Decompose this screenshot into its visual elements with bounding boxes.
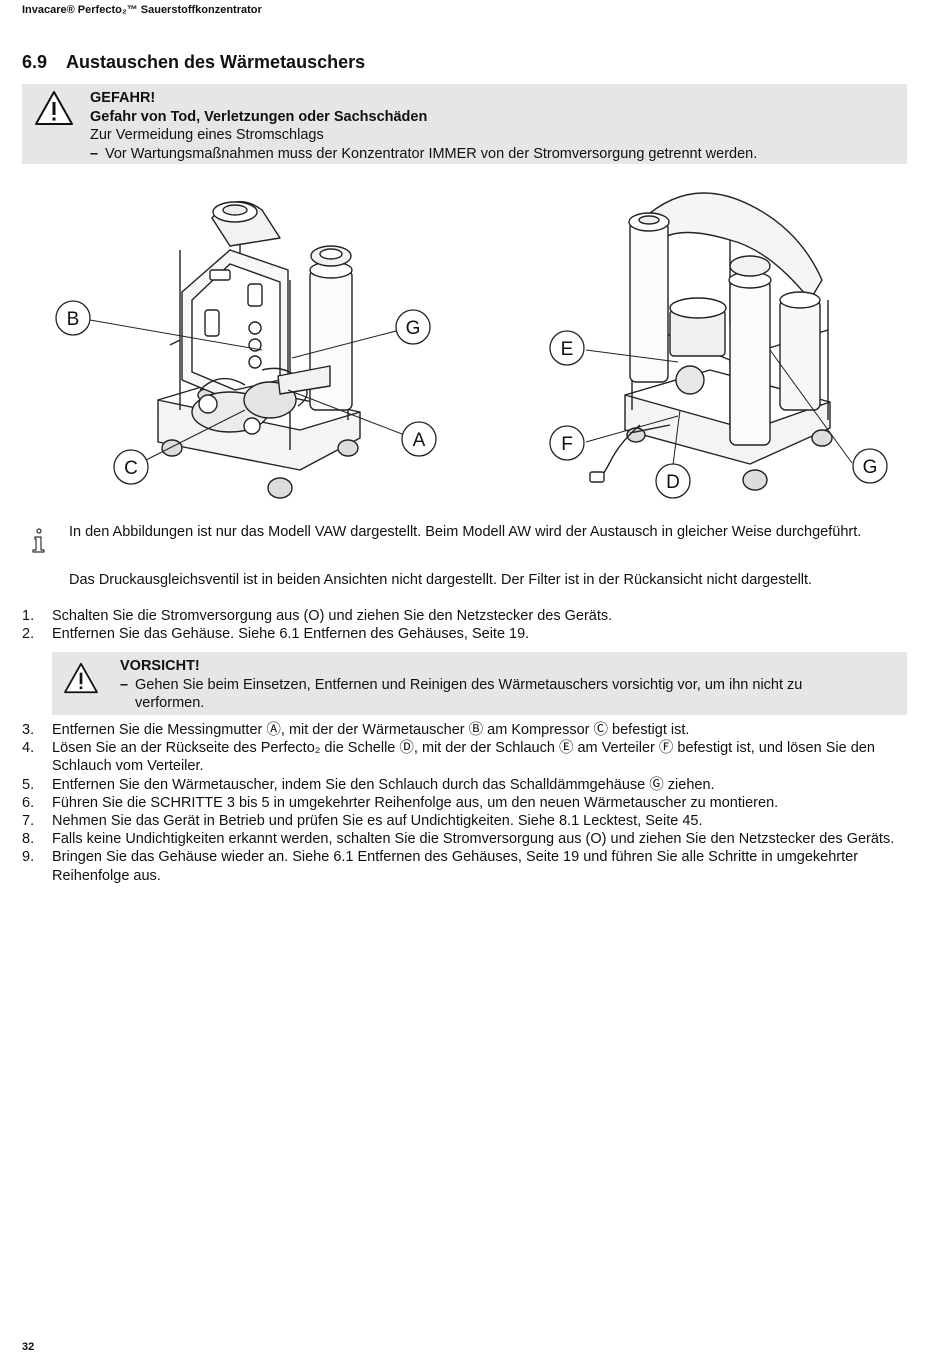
callout-f-circle	[549, 425, 585, 461]
callout-g-circle-right	[852, 448, 888, 484]
step-text: Lösen Sie an der Rückseite des Perfecto₂…	[52, 740, 875, 775]
callout-b-circle	[55, 300, 91, 336]
callout-label-g-right: G	[863, 457, 878, 478]
caution-signal-word: VORSICHT!	[120, 658, 200, 674]
dash-bullet: –	[90, 145, 99, 162]
callout-d-circle	[655, 463, 691, 499]
caution-warning-box: VORSICHT! –Gehen Sie beim Einsetzen, Ent…	[52, 652, 907, 715]
danger-item-text: Vor Wartungsmaßnahmen muss der Konzentra…	[105, 145, 758, 162]
step-text: Entfernen Sie die Messingmutter Ⓐ, mit d…	[52, 722, 690, 738]
page-number: 32	[22, 1341, 35, 1353]
caution-item: –Gehen Sie beim Einsetzen, Entfernen und…	[120, 676, 867, 713]
procedure-step: 1. Schalten Sie die Stromversorgung aus (…	[22, 607, 908, 625]
info-icon	[32, 528, 45, 553]
procedure-step: 8. Falls keine Undichtigkeiten erkannt we…	[22, 830, 908, 848]
step-text: Entfernen Sie den Wärmetauscher, indem S…	[52, 776, 715, 793]
callout-label-b: B	[67, 309, 80, 330]
callout-label-c: C	[124, 458, 138, 479]
procedure-step: 2. Entfernen Sie das Gehäuse. Siehe 6.1 E…	[22, 625, 908, 643]
step-number: 6.	[22, 794, 35, 811]
running-header: Invacare® Perfecto₂™ Sauerstoffkonzentra…	[22, 4, 262, 16]
danger-line: Zur Vermeidung eines Stromschlags	[90, 127, 324, 143]
dash-bullet: –	[120, 676, 129, 693]
info-note-views: Das Druckausgleichsventil ist in beiden …	[69, 572, 813, 588]
section-number: 6.9	[22, 52, 48, 72]
callout-a-circle	[401, 421, 437, 457]
callout-label-a: A	[413, 430, 426, 451]
step-number: 4.	[22, 740, 35, 757]
callout-label-f: F	[561, 434, 573, 455]
callout-e-circle	[549, 330, 585, 366]
info-note-models: In den Abbildungen ist nur das Modell VA…	[69, 524, 862, 540]
step-text: Schalten Sie die Stromversorgung aus (O)…	[52, 608, 613, 624]
procedure-steps-1-2: 1. Schalten Sie die Stromversorgung aus (…	[22, 607, 908, 643]
danger-signal-word: GEFAHR!	[90, 90, 156, 106]
rear-view-drawing	[589, 192, 833, 491]
step-number: 9.	[22, 849, 35, 866]
danger-item: –Vor Wartungsmaßnahmen muss der Konzentr…	[90, 145, 897, 164]
procedure-step: 4. Lösen Sie an der Rückseite des Perfect…	[22, 739, 908, 775]
section-title-text: Austauschen des Wärmetauschers	[66, 52, 366, 72]
step-number: 7.	[22, 813, 35, 830]
procedure-step: 7. Nehmen Sie das Gerät in Betrieb und pr…	[22, 812, 908, 830]
warning-triangle-icon	[64, 662, 98, 694]
danger-heading: Gefahr von Tod, Verletzungen oder Sachsc…	[90, 108, 428, 125]
step-text: Bringen Sie das Gehäuse wieder an. Siehe…	[52, 849, 859, 884]
callout-label-g-left: G	[406, 318, 421, 339]
heat-exchanger-illustration: B G A C E F D G	[30, 180, 920, 510]
warning-triangle-icon	[35, 91, 73, 125]
step-number: 8.	[22, 831, 35, 848]
step-text: Falls keine Undichtigkeiten erkannt werd…	[52, 831, 895, 848]
step-text: Führen Sie die SCHRITTE 3 bis 5 in umgek…	[52, 794, 779, 811]
caution-item-text: Gehen Sie beim Einsetzen, Entfernen und …	[135, 676, 803, 712]
procedure-step: 5. Entfernen Sie den Wärmetauscher, indem…	[22, 776, 908, 794]
step-number: 1.	[22, 608, 35, 624]
callout-c-circle	[113, 449, 149, 485]
front-view-leader-lines	[89, 319, 403, 463]
step-text: Nehmen Sie das Gerät in Betrieb und prüf…	[52, 813, 703, 830]
danger-warning-box: GEFAHR! Gefahr von Tod, Verletzungen ode…	[22, 84, 907, 164]
step-number: 5.	[22, 776, 35, 793]
callout-g-circle-left	[395, 309, 431, 345]
step-text: Entfernen Sie das Gehäuse. Siehe 6.1 Ent…	[52, 626, 530, 643]
callout-label-d: D	[666, 472, 680, 493]
callout-circles	[55, 300, 888, 499]
procedure-step: 3. Entfernen Sie die Messingmutter Ⓐ, mit…	[22, 721, 908, 739]
rear-view-leader-lines	[585, 349, 853, 466]
procedure-steps-3-9: 3. Entfernen Sie die Messingmutter Ⓐ, mit…	[22, 721, 908, 885]
procedure-step: 9. Bringen Sie das Gehäuse wieder an. Sie…	[22, 848, 908, 884]
step-number: 3.	[22, 722, 35, 738]
front-view-drawing	[157, 201, 361, 499]
concentrator-drawings: B G A C E F D G	[55, 192, 888, 499]
step-number: 2.	[22, 626, 35, 643]
callout-label-e: E	[561, 339, 574, 360]
section-title: 6.9 Austauschen des Wärmetauschers	[22, 52, 365, 73]
procedure-step: 6. Führen Sie die SCHRITTE 3 bis 5 in umg…	[22, 794, 908, 812]
